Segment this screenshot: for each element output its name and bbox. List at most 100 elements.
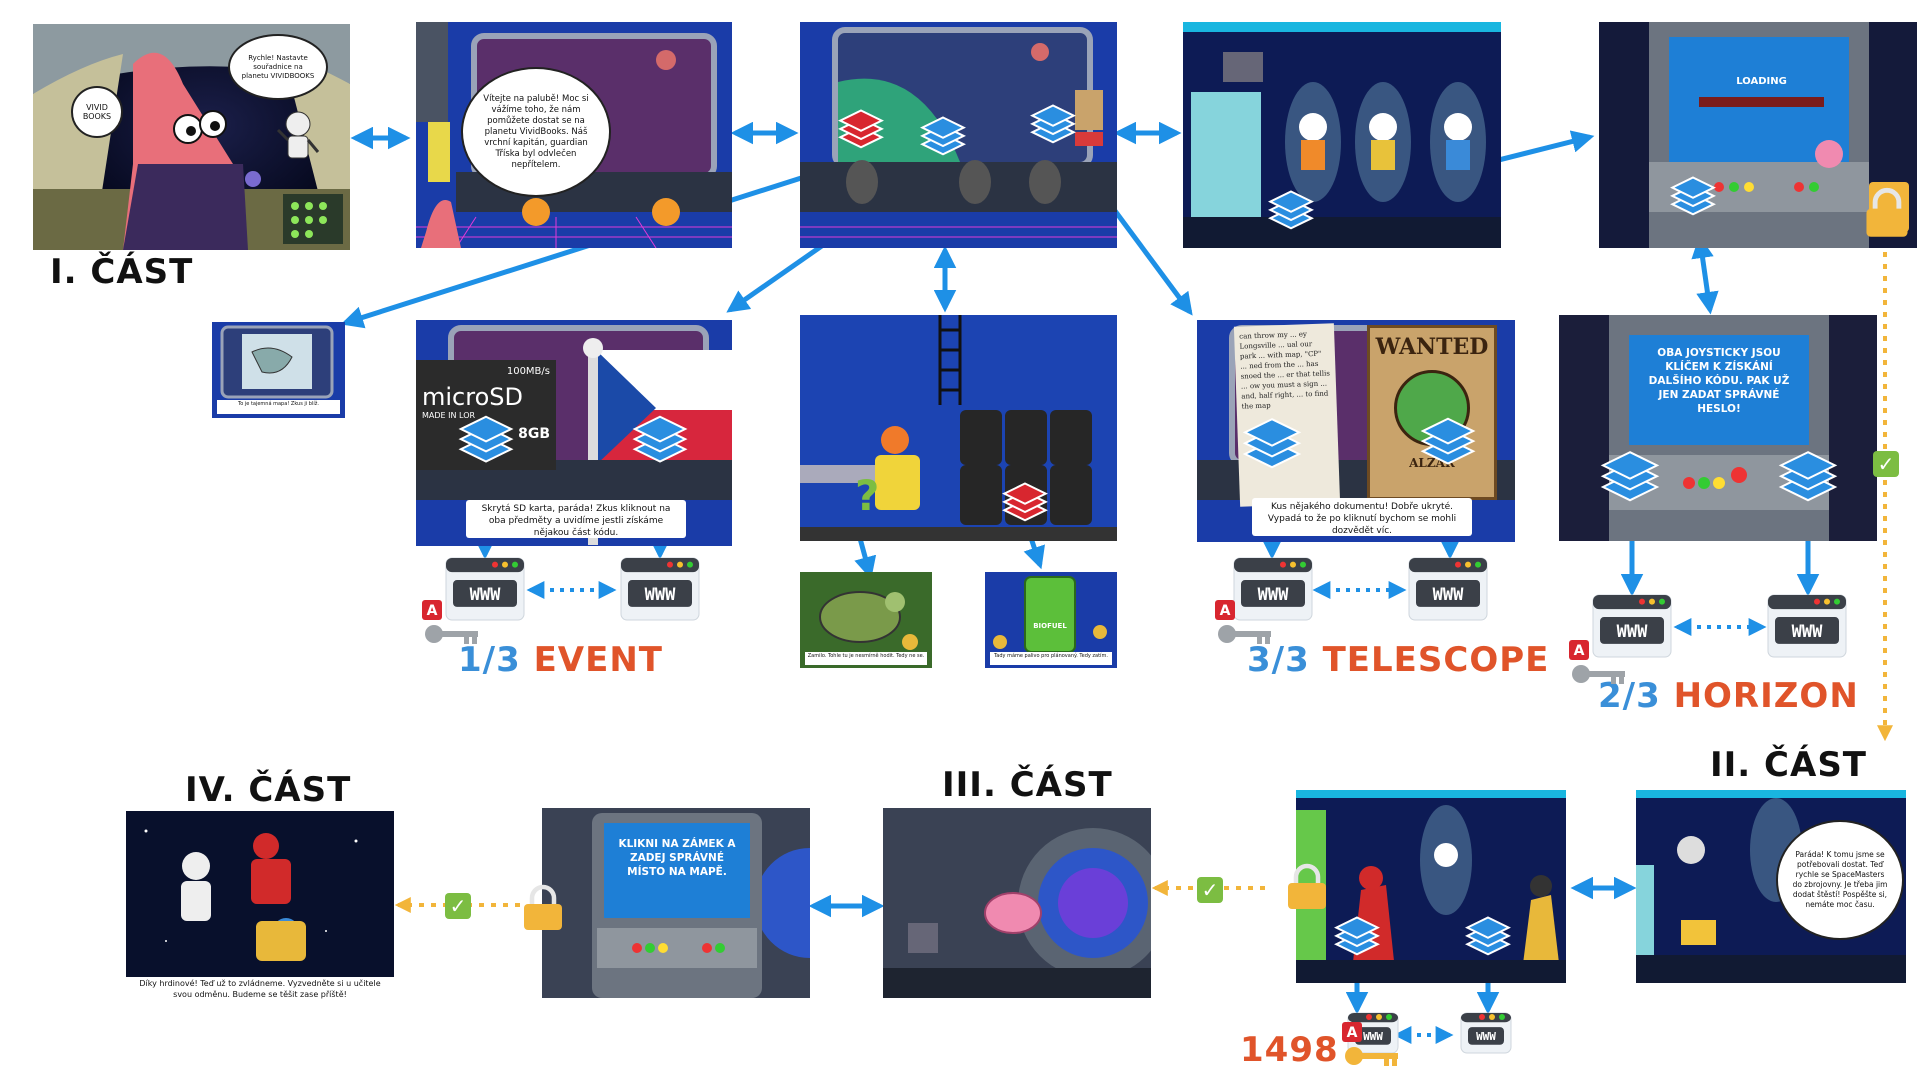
web-icon-label: WWW (470, 585, 501, 605)
small-map-illustration (220, 325, 334, 399)
part-4-caption: Díky hrdinové! Teď už to zvládneme. Vyzv… (126, 977, 394, 1003)
speech-bubble-vivid-books: VIVID BOOKS (71, 86, 123, 138)
padlock-badge-letter: A (1574, 643, 1585, 659)
check-icon-part-4: ✓ (445, 893, 471, 919)
web-icon-label: WWW (1476, 1030, 1496, 1043)
web-icon-label: WWW (1363, 1030, 1383, 1043)
padlock-badge-letter: A (1220, 603, 1231, 619)
code-fraction: 3/3 (1247, 640, 1310, 680)
barrels-illustration: ? (800, 315, 1117, 541)
question-mark-icon: ? (855, 471, 879, 520)
small-map-caption: To je tajemná mapa! Zkus ji blíž. (217, 400, 340, 414)
speech-bubble-coordinates: Rychle! Nastavte souřadnice na planetu V… (228, 34, 328, 100)
code-word: EVENT (533, 640, 663, 680)
panel-small-map[interactable]: To je tajemná mapa! Zkus ji blíž. (212, 322, 345, 418)
panel-part-2[interactable]: Paráda! K tomu jsme se potřebovali dosta… (1636, 790, 1906, 983)
part-3-label: III. ČÁST (942, 765, 1113, 805)
panel-turtle[interactable]: Zamilo. Tohle tu je nesmírně hodit. Tedy… (800, 572, 932, 668)
panel-intro-captain[interactable]: VIVID BOOKS Rychle! Nastavte souřadnice … (33, 24, 350, 250)
code-word: HORIZON (1673, 676, 1859, 716)
arcade-illustration (1599, 22, 1917, 248)
turtle-caption: Zamilo. Tohle tu je nesmírně hodit. Tedy… (805, 652, 927, 665)
layer-stack-icon-horizon-2[interactable] (1778, 445, 1838, 505)
panel-armory[interactable] (1296, 790, 1566, 983)
key-icon-final: A (1342, 1022, 1398, 1066)
panel-part-4-space[interactable]: Díky hrdinové! Teď už to zvládneme. Vyzv… (126, 811, 394, 1003)
layer-stack-icon-arcade[interactable] (1670, 172, 1716, 218)
layer-stack-icon-armory-2[interactable] (1465, 912, 1511, 958)
web-window-icon-final-2[interactable]: WWW (1460, 1012, 1512, 1054)
panel-horizon-arcade[interactable]: OBA JOYSTICKY JSOU KLÍČEM K ZÍSKÁNÍ DALŠ… (1559, 315, 1877, 541)
layer-stack-icon-event-1[interactable] (458, 410, 514, 466)
web-icon-label: WWW (1617, 622, 1648, 642)
space-illustration (126, 811, 394, 1003)
layer-stack-icon-hub-1[interactable] (920, 112, 966, 158)
layer-stack-icon-telescope-2[interactable] (1420, 412, 1476, 468)
biofuel-label: BIOFUEL (1033, 622, 1067, 630)
layer-stack-icon-barrels[interactable] (1002, 478, 1048, 524)
brain-icon (984, 892, 1042, 934)
event-caption: Skrytá SD karta, paráda! Zkus kliknout n… (466, 500, 686, 538)
web-window-icon-telescope-2[interactable]: WWW (1408, 557, 1488, 621)
key-icon-horizon: A (1569, 640, 1625, 684)
code-fraction: 2/3 (1598, 676, 1661, 716)
speech-bubble-welcome: Vítejte na palubě! Moc si vážíme toho, ž… (461, 67, 611, 197)
web-icon-label: WWW (645, 585, 676, 605)
part-4-label: IV. ČÁST (185, 770, 352, 810)
panel-part-3-portal[interactable] (883, 808, 1151, 998)
horizon-screen-text: OBA JOYSTICKY JSOU KLÍČEM K ZÍSKÁNÍ DALŠ… (1634, 340, 1804, 440)
panel-arcade-map[interactable]: KLIKNI NA ZÁMEK A ZADEJ SPRÁVNÉ MÍSTO NA… (542, 808, 810, 998)
layer-stack-icon-hub-red[interactable] (838, 105, 884, 151)
part-2-label: II. ČÁST (1710, 745, 1867, 785)
web-window-icon-event-1[interactable]: WWW (445, 557, 525, 621)
portal-illustration (883, 808, 1151, 998)
web-icon-label: WWW (1258, 585, 1289, 605)
sd-capacity: 8GB (518, 426, 550, 442)
padlock-icon-armory[interactable] (1282, 862, 1332, 912)
code-label-horizon: 2/3 HORIZON (1598, 676, 1859, 716)
padlock-icon-arcade-map[interactable] (518, 883, 568, 933)
panel-biofuel[interactable]: BIOFUEL Tady máme palivo pro plánovaný. … (985, 572, 1117, 668)
biofuel-illustration (993, 576, 1107, 653)
layer-stack-icon-telescope-1[interactable] (1242, 412, 1302, 472)
padlock-badge-letter: A (1347, 1025, 1358, 1041)
panel-crew-capsules[interactable] (1183, 22, 1501, 248)
key-icon-telescope: A (1215, 600, 1271, 644)
final-code-value: 1498 (1240, 1030, 1339, 1070)
part-1-label: I. ČÁST (50, 252, 194, 292)
sd-speed: 100MB/s (506, 366, 550, 377)
padlock-icon-arcade[interactable] (1860, 186, 1914, 240)
arcade-map-screen-text: KLIKNI NA ZÁMEK A ZADEJ SPRÁVNÉ MÍSTO NA… (607, 833, 747, 903)
panel-welcome-bridge[interactable]: Vítejte na palubě! Moc si vážíme toho, ž… (416, 22, 732, 248)
layer-stack-icon-event-2[interactable] (632, 410, 688, 466)
panel-barrels[interactable]: ? (800, 315, 1117, 541)
layer-stack-icon-horizon-1[interactable] (1600, 445, 1660, 505)
armory-illustration (1296, 790, 1566, 983)
capsules-illustration (1183, 22, 1501, 248)
code-word: TELESCOPE (1322, 640, 1550, 680)
final-code: 1498 (1240, 1030, 1339, 1070)
key-icon-event: A (422, 600, 478, 644)
web-icon-label: WWW (1433, 585, 1464, 605)
arrow-p5-p6 (1691, 235, 1719, 315)
web-window-icon-event-2[interactable]: WWW (620, 557, 700, 621)
layer-stack-icon-capsules[interactable] (1268, 186, 1314, 232)
code-label-telescope: 3/3 TELESCOPE (1247, 640, 1549, 680)
layer-stack-icon-hub-2[interactable] (1030, 100, 1076, 146)
part2-illustration (1636, 790, 1906, 983)
web-window-icon-telescope-1[interactable]: WWW (1233, 557, 1313, 621)
sd-brand: microSD (422, 383, 523, 411)
layer-stack-icon-armory-1[interactable] (1334, 912, 1380, 958)
panel-arcade-locked[interactable]: LOADING (1599, 22, 1917, 248)
wanted-title: WANTED (1375, 334, 1489, 360)
web-window-icon-horizon-2[interactable]: WWW (1767, 594, 1847, 658)
check-icon-armory: ✓ (1197, 877, 1223, 903)
telescope-caption: Kus nějakého dokumentu! Dobře ukryté. Vy… (1252, 498, 1472, 536)
biofuel-caption: Tady máme palivo pro plánovaný. Tedy zat… (990, 652, 1112, 665)
check-icon-orange-path: ✓ (1873, 451, 1899, 477)
sd-origin: MADE IN LOR (422, 411, 476, 420)
code-label-event: 1/3 EVENT (458, 640, 663, 680)
web-window-icon-horizon-1[interactable]: WWW (1592, 594, 1672, 658)
code-fraction: 1/3 (458, 640, 521, 680)
